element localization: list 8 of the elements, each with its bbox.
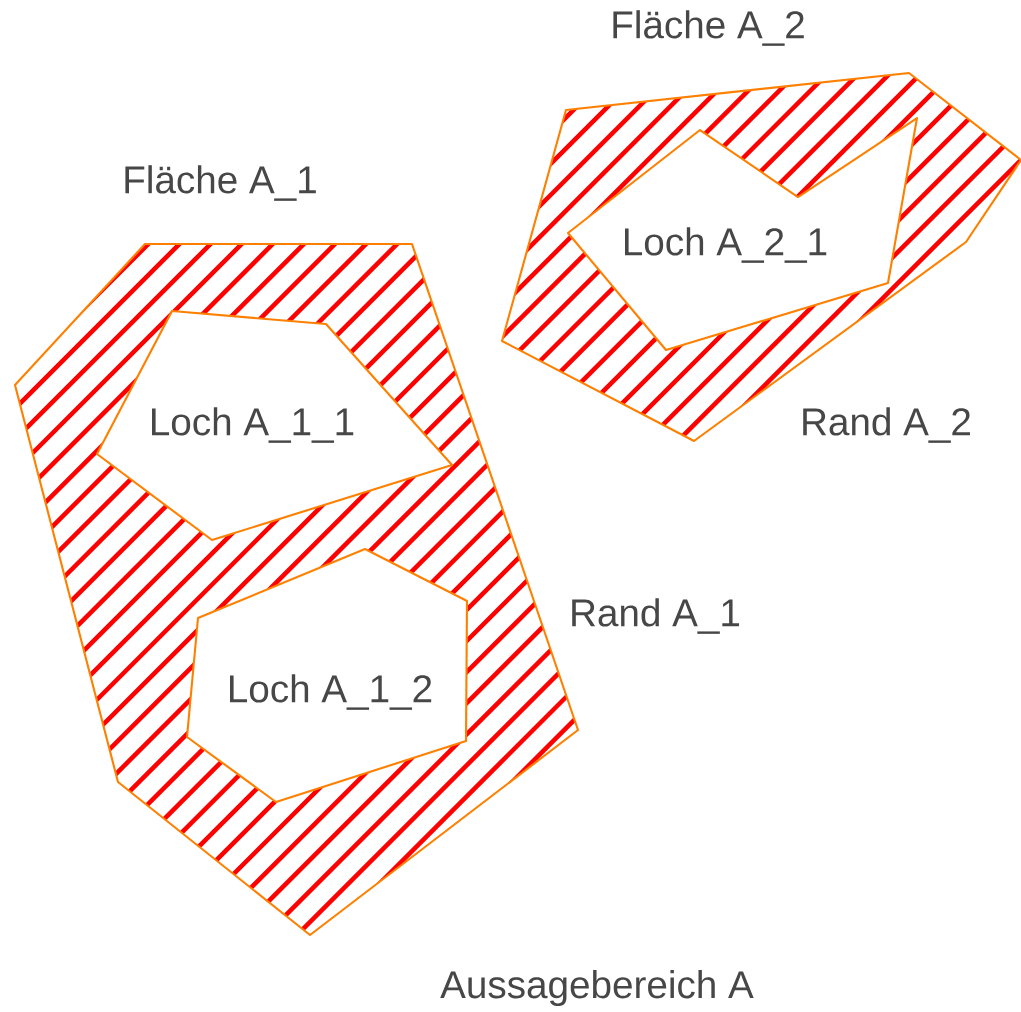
border-label: Rand A_1: [572, 598, 740, 634]
border-label: Rand A_2: [803, 407, 970, 443]
hole-area: Loch A_1_2: [185, 547, 469, 804]
hole-area: Loch A_2_1: [566, 116, 919, 352]
node-label: Fläche A_1: [125, 165, 316, 201]
area-label: Aussagebereich A: [440, 970, 754, 1006]
hole-area: Loch A_1_1: [95, 309, 454, 542]
node-label: Fläche A_2: [613, 10, 804, 46]
